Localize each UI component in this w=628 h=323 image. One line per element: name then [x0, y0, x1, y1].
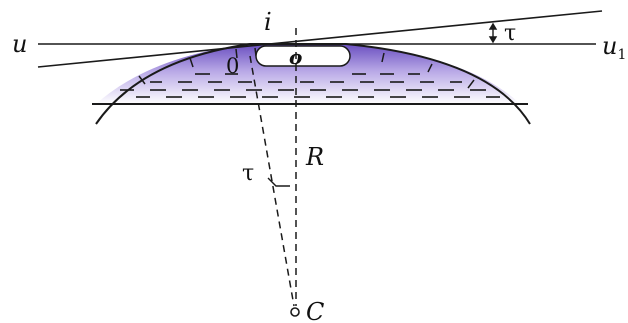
label-u1: u1 [602, 32, 626, 63]
label-zero: 0 [226, 54, 239, 78]
bubble [255, 45, 351, 67]
right-angle-marker [267, 177, 290, 187]
liquid-hatching [120, 73, 500, 98]
center-point [290, 307, 300, 317]
label-R: R [305, 143, 324, 171]
tau-angle-arrow [488, 22, 498, 44]
dashed-radius-tilted [249, 55, 295, 307]
label-C: C [306, 298, 324, 323]
label-o: o [289, 45, 302, 69]
label-tau-mid: τ [242, 161, 254, 186]
tilted-tangent-line [37, 10, 603, 68]
label-i: i [264, 8, 272, 36]
vial-liquid [96, 44, 520, 104]
label-tau-top: τ [504, 21, 516, 46]
label-u: u [12, 30, 27, 58]
